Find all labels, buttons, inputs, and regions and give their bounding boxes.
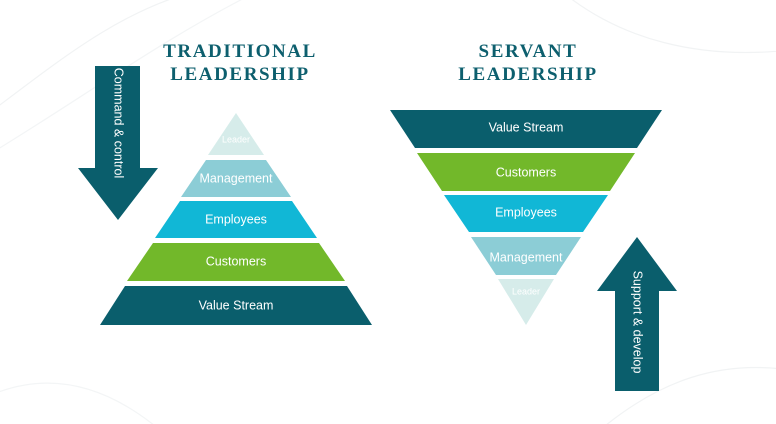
pyramid-tier-customers-label: Customers (206, 254, 266, 268)
pyramid-tier-employees (155, 201, 317, 238)
inverted-tier-leader-label: Leader (512, 286, 540, 296)
inverted-tier-customers (417, 153, 635, 191)
support-and-develop-label: Support & develop (631, 271, 645, 374)
pyramid-tier-leader-label: Leader (222, 134, 250, 144)
inverted-tier-value-stream (390, 110, 662, 148)
pyramid-tier-management-label: Management (200, 171, 273, 185)
traditional-title-line1: TRADITIONAL (163, 41, 317, 62)
inverted-tier-value-stream-label: Value Stream (489, 120, 564, 134)
traditional-leadership-title: TRADITIONAL LEADERSHIP (160, 40, 320, 86)
arrow-down-icon (78, 66, 158, 220)
command-and-control-label: Command & control (112, 68, 126, 178)
pyramid-tier-customers (127, 243, 345, 281)
inverted-tier-management-label: Management (490, 250, 563, 264)
inverted-tier-management (471, 237, 581, 275)
traditional-pyramid: Leader Management Employees Customers Va… (100, 113, 372, 325)
inverted-tier-employees-label: Employees (495, 205, 557, 219)
pyramid-tier-management (181, 160, 291, 197)
pyramid-tier-value-stream-label: Value Stream (199, 298, 274, 312)
inverted-tier-employees (444, 195, 608, 232)
support-and-develop-arrow: Support & develop (597, 237, 677, 391)
inverted-tier-leader (498, 279, 554, 325)
pyramid-tier-value-stream (100, 286, 372, 325)
pyramid-tier-employees-label: Employees (205, 212, 267, 226)
inverted-tier-customers-label: Customers (496, 165, 556, 179)
command-and-control-arrow: Command & control (78, 66, 158, 220)
pyramid-tier-leader (208, 113, 264, 155)
servant-title-line2: LEADERSHIP (458, 64, 598, 85)
traditional-title-line2: LEADERSHIP (170, 64, 310, 85)
servant-leadership-title: SERVANT LEADERSHIP (448, 40, 608, 86)
servant-inverted-pyramid: Value Stream Customers Employees Managem… (390, 110, 662, 325)
servant-title-line1: SERVANT (478, 41, 578, 62)
arrow-up-icon (597, 237, 677, 391)
